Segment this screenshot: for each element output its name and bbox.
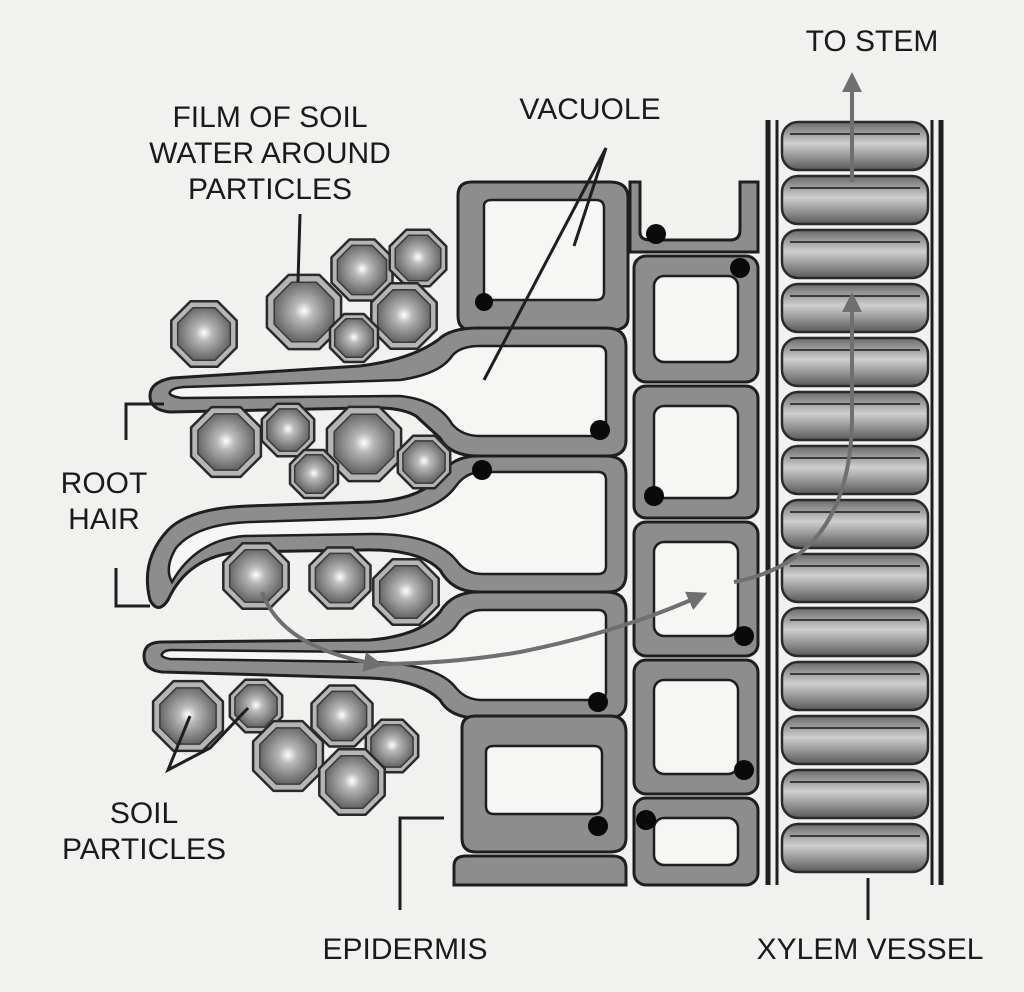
label-root-hair-line-2: HAIR [68,503,140,536]
cortex-cells [632,254,760,887]
label-to-stem-text: TO STEM [805,25,939,58]
label-soil-particles: SOIL PARTICLES [44,796,244,868]
xylem-ring [780,174,930,226]
nucleus [590,420,610,440]
epidermal-cell-lower [452,854,628,887]
xylem-ring [780,390,930,442]
nucleus [588,692,608,712]
xylem-rings [780,120,930,874]
soil-particle [333,317,375,359]
xylem-ring [780,660,930,712]
nucleus [646,224,666,244]
water-path [260,72,862,672]
cortex-vacuole [652,816,740,867]
arrow-across-cortex [375,591,708,666]
soil-particle [370,724,414,768]
label-soil-line-1: SOIL [109,797,179,830]
soil-particle [324,754,380,810]
nucleus [734,760,754,780]
label-xylem-vessel-text: XYLEM VESSEL [756,933,984,966]
leader-root-hair-top [124,402,164,440]
leader-film [296,213,302,283]
nucleus [636,810,656,830]
xylem-ring [780,336,930,388]
xylem-ring [780,120,930,172]
nucleus [734,626,754,646]
vacuole-bottom [484,744,604,816]
cortex-vacuole [652,540,740,638]
xylem-vessel [765,120,944,885]
arrow-into-xylem [733,292,862,584]
arrow-into-root-hair [260,591,384,672]
soil-particle [316,690,368,742]
cortex-cell-top [628,180,760,254]
xylem-ring [780,606,930,658]
label-to-stem: TO STEM [782,24,962,60]
label-film-line-3: PARTICLES [188,173,352,206]
xylem-ring [780,444,930,496]
label-vacuole: VACUOLE [500,92,680,128]
nucleus [472,460,492,480]
soil-particle [266,408,310,452]
label-film-line-1: FILM OF SOIL [172,101,368,134]
soil-particle [314,552,366,604]
nucleus [644,486,664,506]
leader-vacuole-b [482,147,608,381]
leader-soil [165,706,250,774]
label-vacuole-text: VACUOLE [519,93,661,126]
cortex-vacuole [652,678,740,776]
soil-particle [293,453,335,495]
soil-particle [197,413,255,471]
soil-particle [336,244,388,296]
label-epidermis: EPIDERMIS [300,932,510,968]
label-xylem-vessel: XYLEM VESSEL [730,932,1010,968]
xylem-ring [780,282,930,334]
soil-particle [376,288,432,344]
soil-particle [234,684,278,728]
cortex-vacuole [652,404,740,500]
root-hair-vacuole-3 [160,608,608,702]
cell-layer [142,180,760,887]
leader-root-hair-bottom [114,568,150,608]
soil-particle [273,281,335,343]
label-film: FILM OF SOIL WATER AROUND PARTICLES [140,100,400,208]
xylem-ring [780,228,930,280]
nucleus [588,816,608,836]
xylem-ring [780,714,930,766]
label-film-line-2: WATER AROUND [149,137,391,170]
label-root-hair-line-1: ROOT [60,467,148,500]
xylem-ring [780,552,930,604]
label-soil-line-2: PARTICLES [62,833,226,866]
xylem-ring [780,822,930,874]
soil-particle [228,548,284,604]
cortex-vacuole [652,274,740,364]
vacuole-top [482,198,606,302]
soil-particle [333,413,395,475]
leader-epidermis [398,816,444,910]
root-hair-vacuole-2 [167,470,608,585]
soil-particle [378,564,434,620]
soil-particles [151,228,452,816]
leader-vacuole-a [572,147,608,247]
xylem-ring [780,768,930,820]
soil-particle [259,727,317,785]
nucleus [475,293,493,311]
label-epidermis-text: EPIDERMIS [322,933,488,966]
soil-particle [176,306,232,362]
soil-particle [402,440,446,484]
nucleus [730,258,750,278]
soil-particle [159,687,217,745]
leader-lines [114,147,870,920]
xylem-ring [780,498,930,550]
soil-particle [394,234,442,282]
label-root-hair: ROOT HAIR [44,466,164,538]
